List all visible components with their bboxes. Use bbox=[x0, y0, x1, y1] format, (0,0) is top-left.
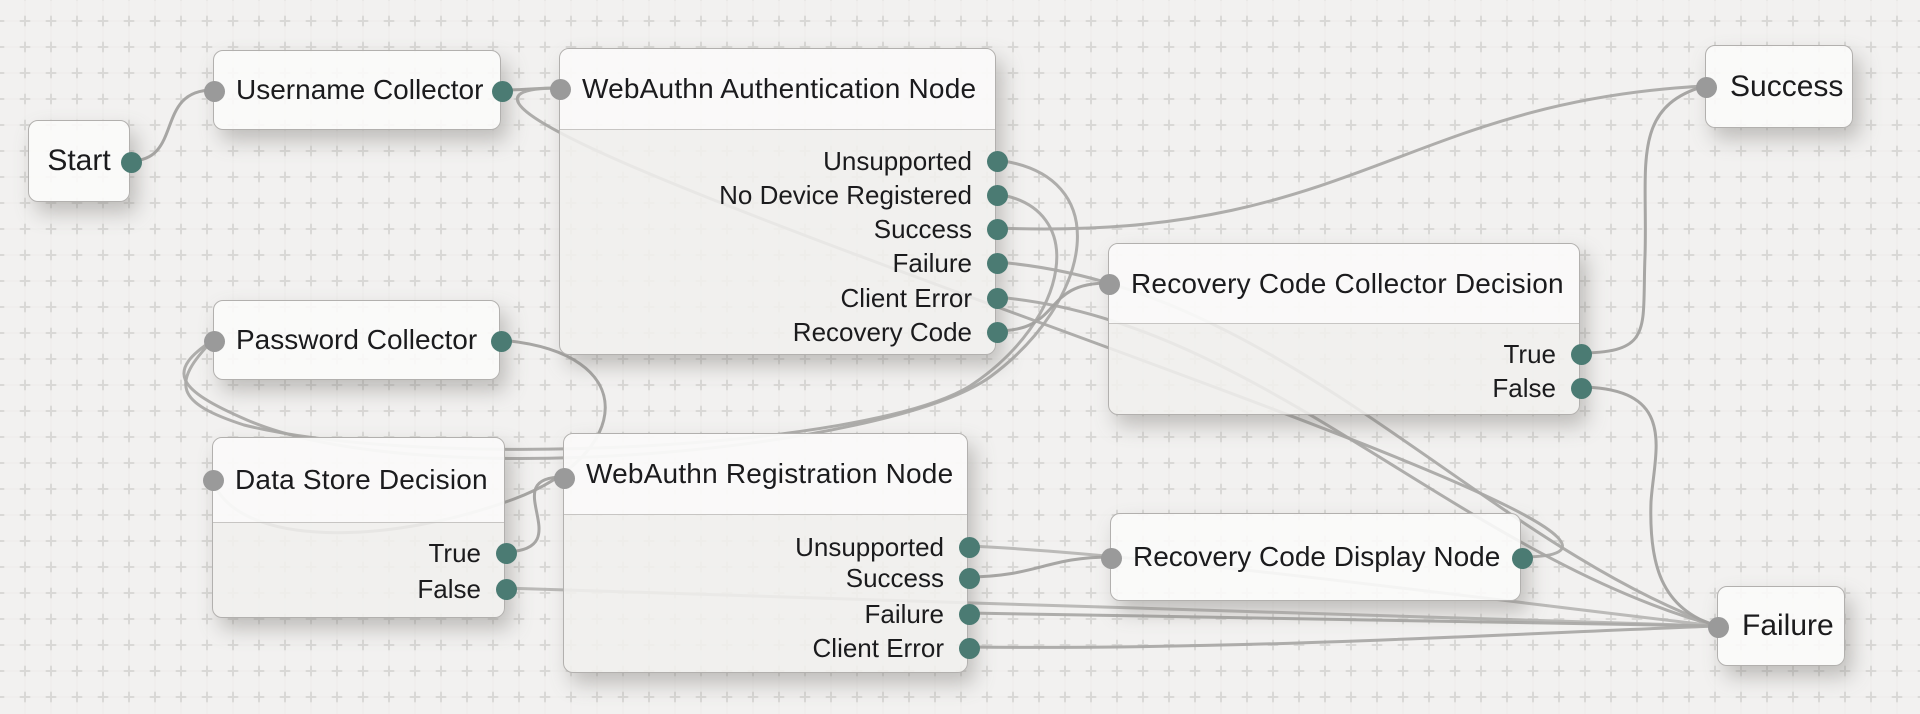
node-password-collector[interactable]: Password Collector bbox=[203, 300, 512, 380]
outcome-label-unsupported: Unsupported bbox=[823, 146, 972, 176]
edge-webauthn-registration-failure-to-failure[interactable] bbox=[966, 611, 1719, 628]
edge-recovery-code-display-to-webauthn-authentication[interactable] bbox=[516, 86, 1564, 559]
outcome-label-client-error: Client Error bbox=[812, 633, 944, 663]
input-port[interactable] bbox=[203, 80, 225, 102]
outcome-port-failure[interactable] bbox=[958, 603, 980, 625]
node-recovery-code-display[interactable]: Recovery Code Display Node bbox=[1100, 513, 1533, 601]
outcome-port-success[interactable] bbox=[986, 218, 1008, 240]
outcome-port-false[interactable] bbox=[495, 578, 517, 600]
input-port[interactable] bbox=[1100, 547, 1122, 569]
outcome-label-success: Success bbox=[873, 214, 972, 244]
outcome-label-no-device-registered: No Device Registered bbox=[719, 180, 972, 210]
node-title: Start bbox=[47, 144, 111, 177]
input-port[interactable] bbox=[202, 469, 224, 491]
input-port[interactable] bbox=[1707, 616, 1729, 638]
outcome-port-false[interactable] bbox=[1570, 377, 1592, 399]
input-port[interactable] bbox=[553, 467, 575, 489]
outcome-label-failure: Failure bbox=[864, 599, 944, 629]
edge-start-to-username-collector[interactable] bbox=[128, 88, 215, 163]
outcome-port-failure[interactable] bbox=[986, 252, 1008, 274]
edge-data-store-decision-true-to-webauthn-registration[interactable] bbox=[503, 475, 565, 554]
node-failure[interactable]: Failure bbox=[1707, 586, 1845, 666]
edge-webauthn-authentication-success-to-success[interactable] bbox=[994, 84, 1707, 231]
node-title: Password Collector bbox=[236, 324, 478, 355]
outcome-label-true: True bbox=[428, 538, 482, 568]
node-success[interactable]: Success bbox=[1695, 45, 1853, 128]
node-title: Failure bbox=[1742, 609, 1834, 642]
outcome-port-unsupported[interactable] bbox=[986, 150, 1008, 172]
outcome-port-recovery-code[interactable] bbox=[986, 321, 1008, 343]
outcome-port-client-error[interactable] bbox=[958, 637, 980, 659]
input-port[interactable] bbox=[203, 330, 225, 352]
outcome-label-false: False bbox=[1492, 373, 1556, 403]
outcome-port-true[interactable] bbox=[495, 542, 517, 564]
outcome-label-unsupported: Unsupported bbox=[795, 532, 944, 562]
outcome-label-false: False bbox=[417, 574, 481, 604]
outcome-port-success[interactable] bbox=[958, 567, 980, 589]
edge-webauthn-authentication-recovery-code-to-recovery-code-collector-decision[interactable] bbox=[994, 281, 1110, 333]
output-port[interactable] bbox=[491, 80, 513, 102]
edge-webauthn-authentication-client-error-to-failure[interactable] bbox=[994, 295, 1719, 628]
outcome-label-success: Success bbox=[845, 563, 944, 593]
input-port[interactable] bbox=[1098, 273, 1120, 295]
node-title: WebAuthn Registration Node bbox=[564, 434, 967, 515]
outcome-port-true[interactable] bbox=[1570, 343, 1592, 365]
edge-recovery-code-collector-decision-true-to-success[interactable] bbox=[1576, 84, 1707, 355]
node-title: Username Collector bbox=[236, 74, 484, 105]
output-port[interactable] bbox=[490, 330, 512, 352]
outcome-label-true: True bbox=[1503, 339, 1557, 369]
node-title: WebAuthn Authentication Node bbox=[560, 49, 995, 130]
outcome-port-no-device-registered[interactable] bbox=[986, 184, 1008, 206]
edge-webauthn-registration-client-error-to-failure[interactable] bbox=[966, 624, 1719, 649]
outcome-port-client-error[interactable] bbox=[986, 287, 1008, 309]
outcome-label-recovery-code: Recovery Code bbox=[792, 317, 972, 347]
edge-recovery-code-collector-decision-false-to-failure[interactable] bbox=[1576, 385, 1719, 628]
node-title: Recovery Code Collector Decision bbox=[1109, 244, 1579, 324]
outcome-label-failure: Failure bbox=[892, 248, 972, 278]
node-title: Recovery Code Display Node bbox=[1133, 541, 1501, 572]
output-port[interactable] bbox=[120, 151, 142, 173]
node-title: Success bbox=[1730, 69, 1844, 103]
input-port[interactable] bbox=[1695, 76, 1717, 98]
output-port[interactable] bbox=[1511, 547, 1533, 569]
outcome-port-unsupported[interactable] bbox=[958, 536, 980, 558]
node-start[interactable]: Start bbox=[28, 120, 142, 202]
node-username-collector[interactable]: Username Collector bbox=[203, 50, 513, 130]
edge-webauthn-registration-success-to-recovery-code-display[interactable] bbox=[966, 555, 1112, 579]
outcome-label-client-error: Client Error bbox=[840, 283, 972, 313]
node-title: Data Store Decision bbox=[213, 438, 504, 523]
input-port[interactable] bbox=[549, 78, 571, 100]
